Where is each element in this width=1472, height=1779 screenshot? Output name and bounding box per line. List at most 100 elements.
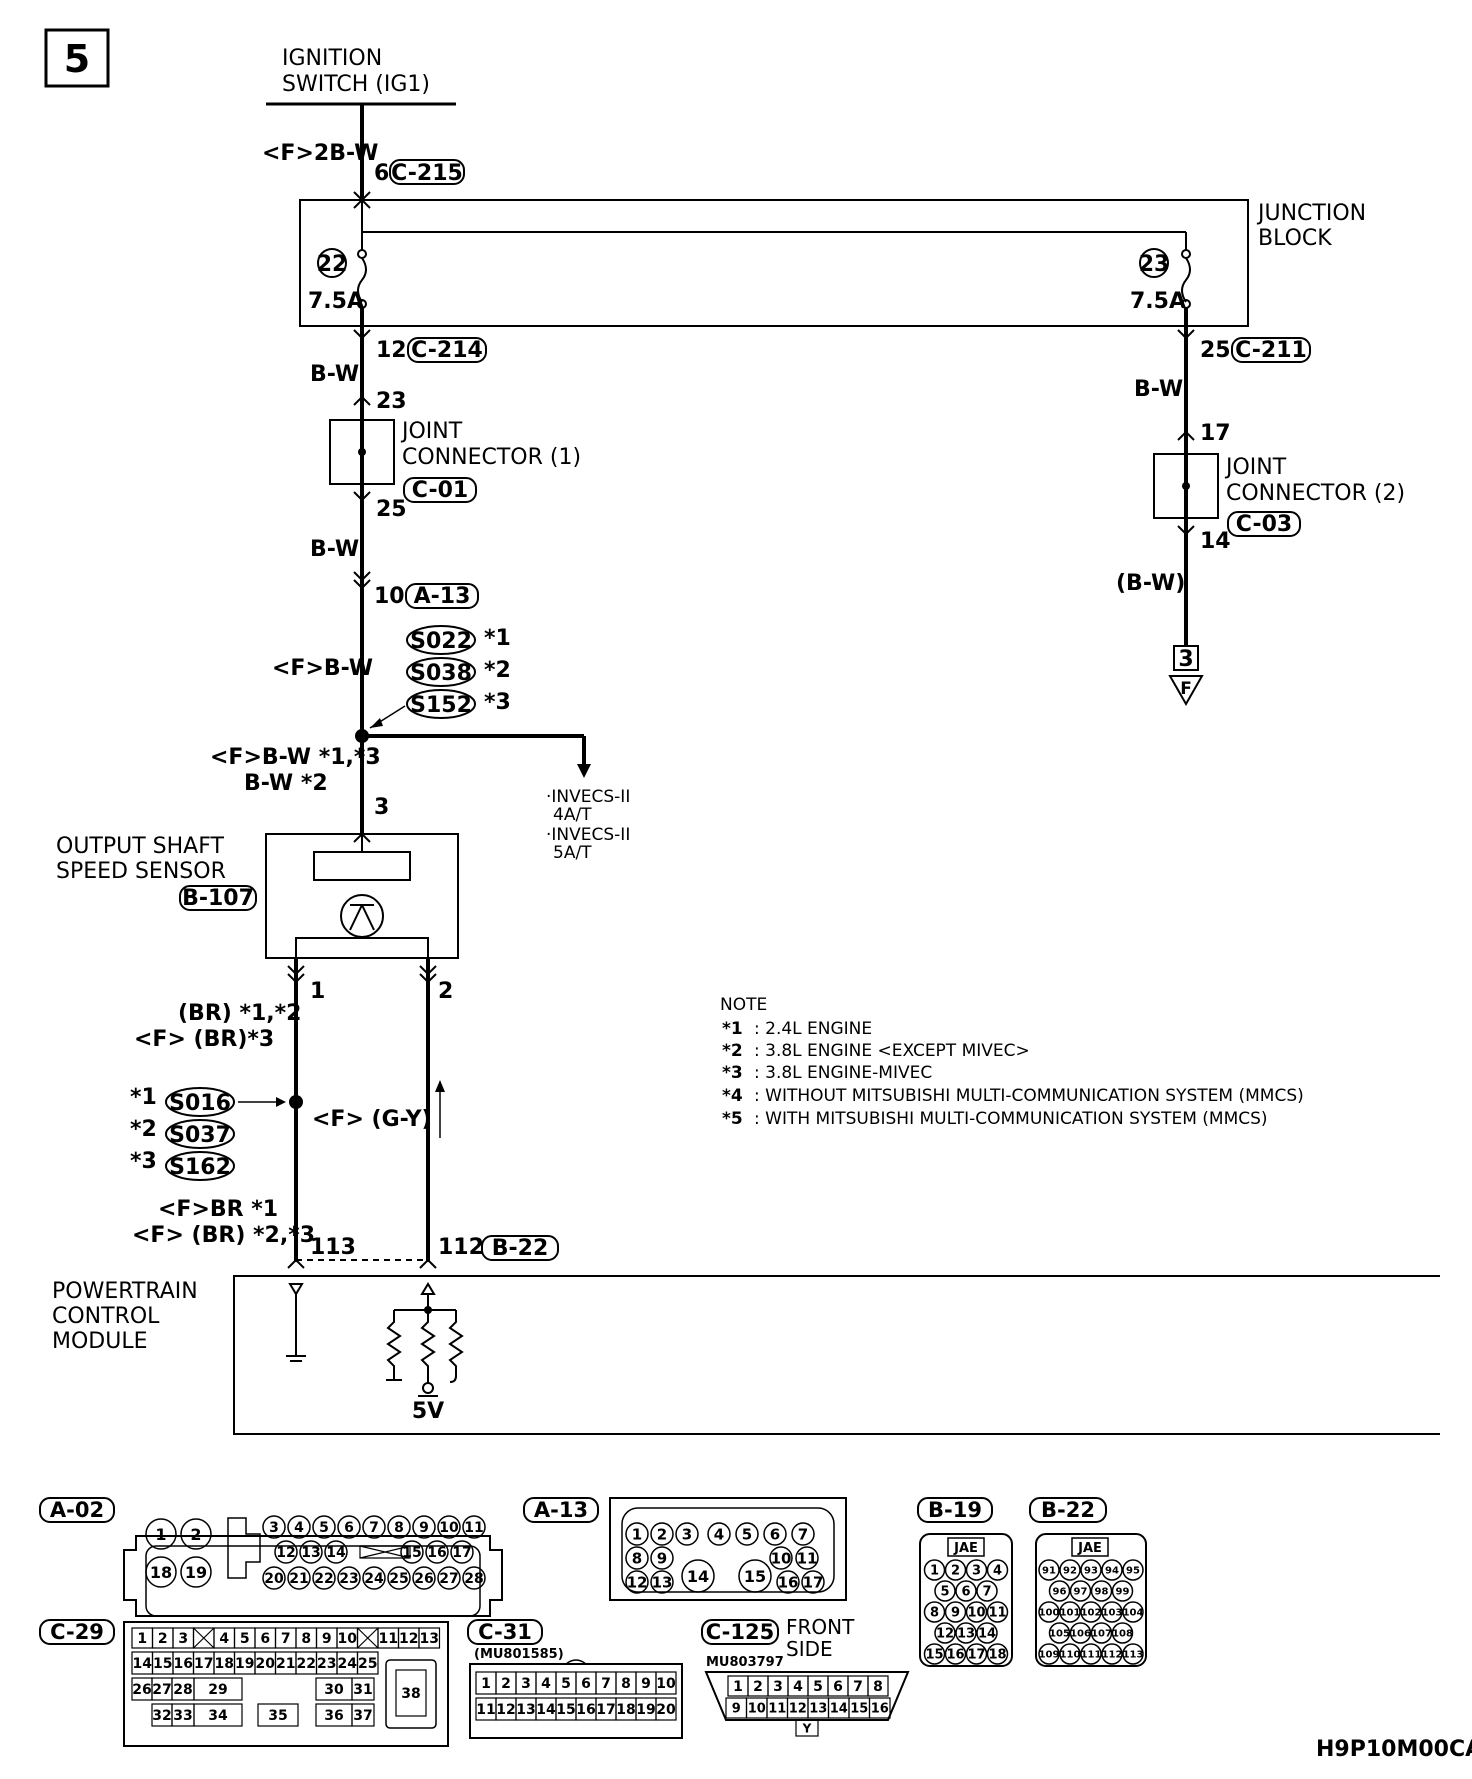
pin-circle — [425, 1540, 449, 1564]
b19-tag-box — [947, 1537, 985, 1557]
a13-pin-11: 11 — [797, 1549, 818, 1567]
c29-pin-27: 27 — [152, 1682, 171, 1698]
c31-pin-1: 1 — [481, 1676, 491, 1692]
c29-pin-16: 16 — [174, 1656, 193, 1672]
connector-c01: C-01 — [412, 478, 468, 503]
pin-circle — [287, 1566, 311, 1590]
c31-pin-7: 7 — [601, 1676, 611, 1692]
c125-pin-13: 13 — [809, 1702, 827, 1717]
pin-circle — [763, 1522, 787, 1546]
pin-circle — [944, 1559, 967, 1581]
pin-circle — [965, 1559, 988, 1581]
pin-jc2-in: 17 — [1200, 421, 1231, 446]
resistor-end — [449, 1375, 457, 1383]
connector-label: C-31 — [478, 1620, 532, 1644]
c31-part: (MU801585) — [474, 1647, 564, 1662]
splice-s022: S022 — [410, 629, 472, 654]
pin-circle — [1080, 1601, 1102, 1623]
c31-pin-20: 20 — [656, 1702, 676, 1718]
pin-cell — [356, 1651, 379, 1675]
connector-label-tag — [917, 1497, 993, 1523]
c125-pin-10: 10 — [748, 1702, 766, 1717]
pin-cell — [655, 1697, 677, 1721]
c31-pin-3: 3 — [521, 1676, 531, 1692]
sensor-element — [313, 851, 411, 881]
b22-tag: JAE — [1077, 1541, 1102, 1556]
b19-pin-13: 13 — [957, 1627, 975, 1642]
ignition-label-2: SWITCH (IG1) — [282, 72, 430, 97]
c29-pin-11: 11 — [379, 1631, 398, 1647]
b22-pin-105: 105 — [1049, 1629, 1070, 1640]
a13-pin-17: 17 — [803, 1573, 824, 1591]
note-title: NOTE — [720, 995, 767, 1015]
b19-pin-3: 3 — [972, 1564, 981, 1579]
a02-pin-16: 16 — [427, 1545, 446, 1561]
pcm-input-icon — [288, 1283, 304, 1296]
a02-pin-8: 8 — [394, 1520, 404, 1536]
splice-s152-note: *3 — [484, 690, 511, 715]
pin-circle — [965, 1601, 988, 1623]
b22-pin-95: 95 — [1126, 1566, 1140, 1577]
a13-pin-8: 8 — [632, 1549, 642, 1567]
connector-c211: C-211 — [1235, 338, 1307, 363]
pin-cell — [193, 1703, 243, 1727]
a13-pin-2: 2 — [657, 1525, 667, 1543]
ground-ref-icon — [1168, 675, 1204, 707]
pcm-input-icon — [420, 1282, 436, 1295]
connector-tag-a13 — [405, 583, 479, 609]
c31-pin-16: 16 — [576, 1702, 595, 1718]
pin-circle — [312, 1566, 336, 1590]
a02-pin-20: 20 — [264, 1571, 284, 1587]
pin-circle — [801, 1570, 825, 1594]
pin-circle — [1069, 1622, 1092, 1644]
pin-pcm-113: 113 — [310, 1235, 356, 1260]
c31-pin-10: 10 — [656, 1676, 676, 1692]
c125-pin-7: 7 — [853, 1679, 863, 1695]
connector-c215: C-215 — [391, 161, 463, 186]
c29-pin-38: 38 — [401, 1686, 420, 1702]
a02-pin-26: 26 — [414, 1571, 433, 1587]
pin-pcm-112: 112 — [438, 1235, 484, 1260]
pin-circle — [955, 1580, 977, 1602]
a02-pin-2: 2 — [190, 1525, 201, 1544]
terminal-arrow — [353, 571, 371, 582]
c31-pin-18: 18 — [616, 1702, 635, 1718]
b19-pin-6: 6 — [961, 1585, 970, 1600]
ground-page-box — [1173, 645, 1199, 671]
a02-pin-3: 3 — [269, 1520, 279, 1536]
pin-circle — [312, 1515, 336, 1539]
pin-circle — [145, 1518, 177, 1550]
fuse-terminal — [357, 249, 367, 259]
c125-pin-1: 1 — [733, 1679, 743, 1695]
ground-page: 3 — [1178, 647, 1193, 672]
splice-s037: S037 — [169, 1123, 231, 1148]
pin-circle — [650, 1546, 674, 1570]
c125-housing — [704, 1671, 910, 1721]
b22-pin-102: 102 — [1081, 1608, 1102, 1619]
a02-pin-24: 24 — [364, 1571, 384, 1587]
pin-sensor-3: 3 — [374, 795, 389, 820]
wire-color-bottom-a: <F>BR *1 — [158, 1197, 278, 1222]
pin-circle — [976, 1580, 998, 1602]
pin-circle — [145, 1556, 177, 1588]
splice-s022-note: *1 — [484, 626, 511, 651]
pin-circle — [274, 1540, 298, 1564]
invecs-text-1: ·INVECS-II — [546, 787, 630, 807]
pin-ignition: 6 — [374, 161, 389, 186]
b19-pin-11: 11 — [988, 1606, 1006, 1621]
c29-pin-8: 8 — [301, 1631, 311, 1647]
b22-pin-96: 96 — [1053, 1587, 1067, 1598]
connector-label-tag — [1029, 1497, 1107, 1523]
pin-circle — [769, 1546, 793, 1570]
connector-label-tag — [701, 1619, 779, 1645]
a13-pin-6: 6 — [770, 1525, 780, 1543]
pin-circle — [1048, 1580, 1071, 1602]
pin-circle — [934, 1622, 956, 1644]
connector-c03: C-03 — [1236, 512, 1292, 537]
b22-pin-109: 109 — [1039, 1650, 1060, 1661]
pin-circle — [1122, 1643, 1144, 1665]
connector-label-tag — [523, 1497, 599, 1523]
pin-cell — [867, 1675, 889, 1697]
connector-tag-c03 — [1227, 511, 1301, 537]
note-mark-3: *3 — [722, 1063, 743, 1083]
